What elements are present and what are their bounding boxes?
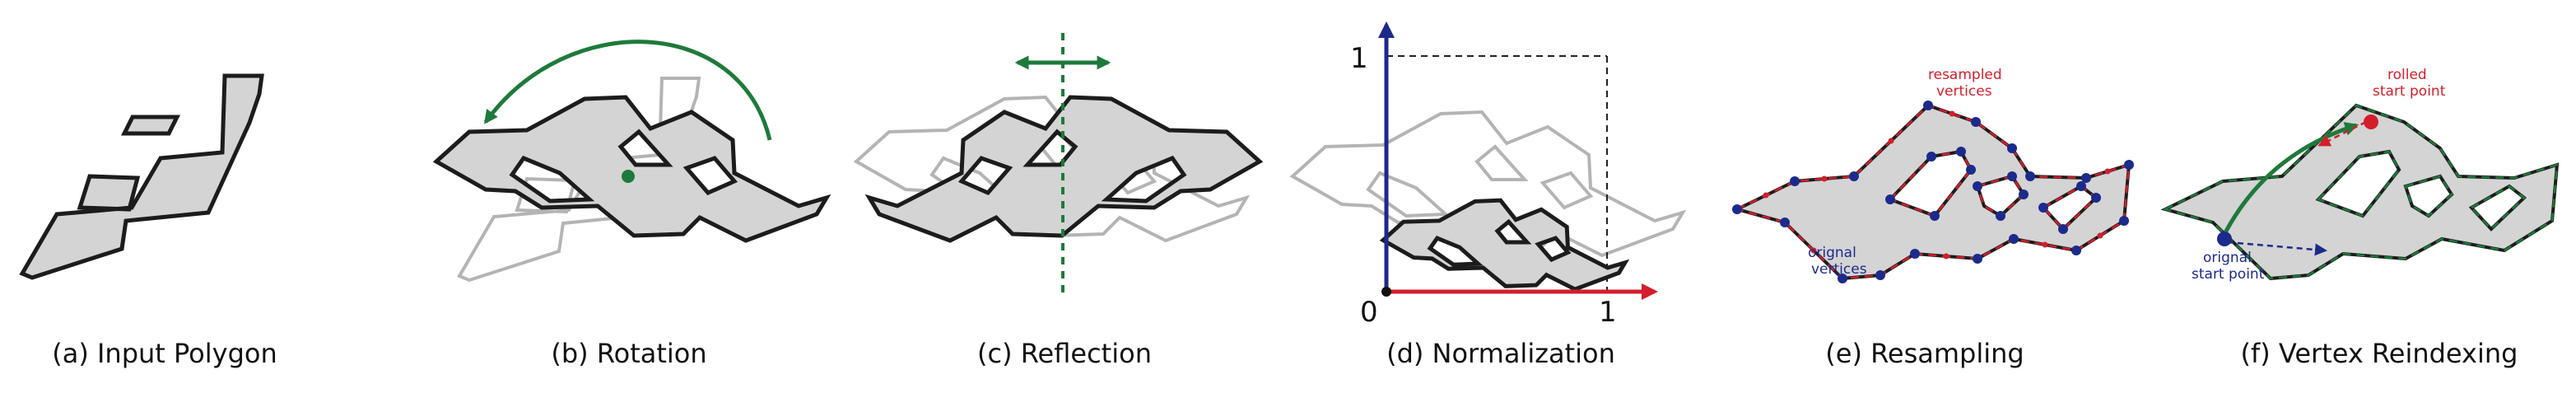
origin-label: 0: [1360, 296, 1378, 329]
rolled-label-1: rolled: [2387, 67, 2427, 83]
rolled-start-point: [2364, 115, 2378, 129]
origin-dot: [1381, 287, 1391, 297]
caption-d: (d) Normalization: [1386, 338, 1615, 369]
panel-f: rolled start point orignal start point: [2160, 67, 2560, 283]
caption-c: (c) Reflection: [977, 338, 1152, 369]
panel-a: [19, 73, 264, 280]
original-vertices-label-1: orignal: [1808, 245, 1856, 261]
original-direction-arrow: [2227, 241, 2327, 256]
caption-e: (e) Resampling: [1825, 338, 2024, 369]
original-start-label-2: start point: [2192, 266, 2265, 283]
ghost-polygon-d: [1289, 110, 1687, 258]
original-start-label-1: orignal: [2203, 250, 2252, 266]
caption-a: (a) Input Polygon: [52, 338, 277, 369]
vertex-dots: [1732, 101, 2134, 283]
normalized-polygon: [1379, 198, 1630, 292]
rolled-direction-arrow: [2317, 120, 2367, 147]
resampled-label-1: resampled: [1928, 67, 2002, 83]
panel-c: [853, 33, 1264, 297]
y-max-label: 1: [1350, 42, 1368, 75]
resampled-label-2: vertices: [1936, 83, 1992, 100]
resampled-polygon: [1732, 101, 2134, 283]
reindex-arc-arrow: [2220, 122, 2359, 239]
panel-e: resampled vertices orignal vertices: [1732, 67, 2134, 283]
caption-f: (f) Vertex Reindexing: [2241, 338, 2518, 369]
original-vertices-label-2: vertices: [1811, 261, 1867, 278]
panel-d: 0 1 1: [1289, 21, 1687, 329]
rotation-arc-arrow: [483, 40, 772, 141]
original-start-point: [2217, 232, 2232, 246]
caption-b: (b) Rotation: [551, 338, 706, 369]
panel-b: [432, 40, 831, 283]
resampled-dots: [1763, 110, 2111, 260]
rotation-center-dot: [622, 170, 635, 183]
reflected-polygon: [864, 95, 1264, 243]
rolled-label-2: start point: [2373, 83, 2446, 100]
polygon-shape: [19, 73, 264, 280]
rotated-polygon: [432, 95, 831, 243]
x-max-label: 1: [1599, 296, 1617, 329]
reindexed-polygon: [2160, 103, 2560, 281]
input-polygon: [19, 73, 264, 280]
